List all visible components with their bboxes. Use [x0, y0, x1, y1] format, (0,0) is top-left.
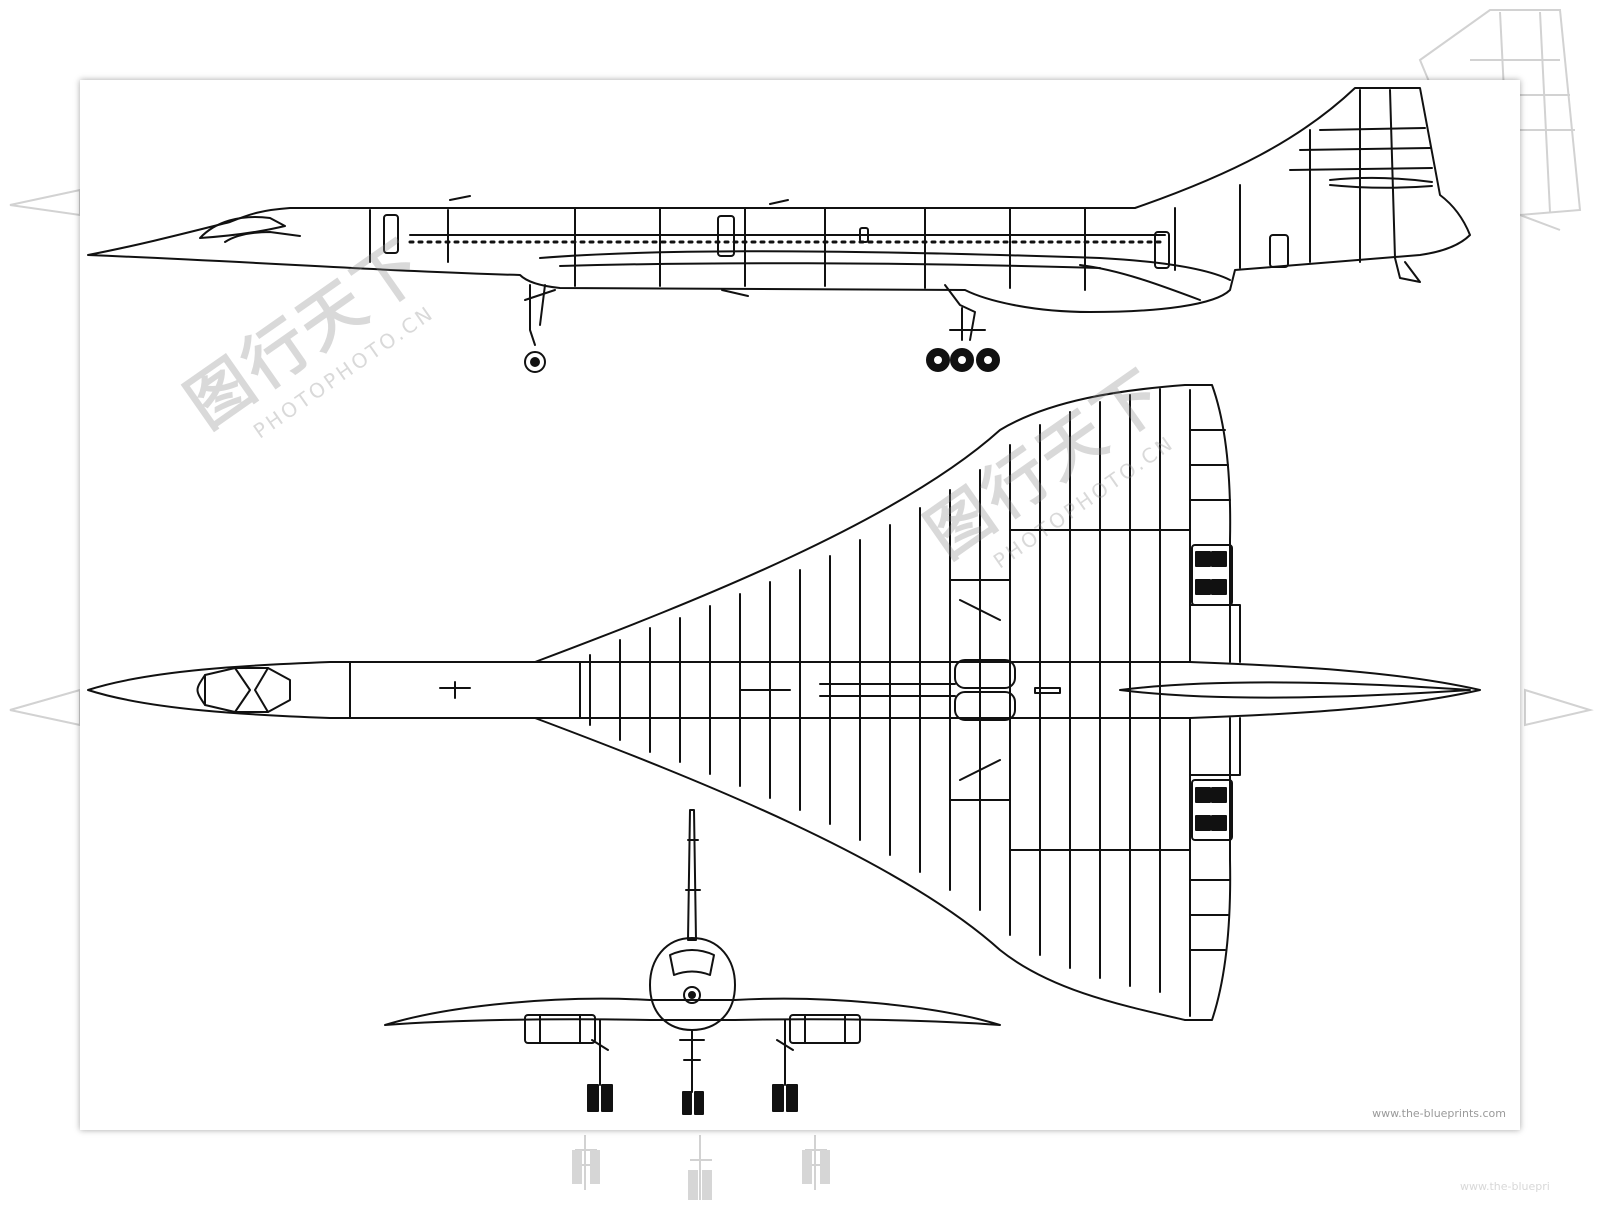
front-view-landing-gear [587, 1019, 798, 1115]
side-view-nose-gear [524, 284, 556, 373]
credit-text: www.the-blueprints.com [1372, 1107, 1506, 1120]
plan-view-fuselage-outline [87, 661, 1481, 719]
front-view-nacelles [524, 1014, 861, 1044]
side-view-main-gear [926, 284, 1000, 372]
side-view-door-rear [1154, 231, 1170, 269]
three-view-drawing [87, 87, 1481, 1115]
reflection-credit-text: www.the-bluepri [1460, 1180, 1550, 1193]
side-view-fuselage-outline [87, 87, 1471, 313]
side-view-door-front [383, 214, 399, 254]
side-view-tail-door [1269, 234, 1289, 268]
side-view [87, 87, 1471, 373]
side-view-panel-lines [369, 89, 1433, 291]
plan-view-engine-nacelles [1191, 544, 1233, 841]
front-view-wing [384, 997, 1001, 1026]
front-view [384, 809, 1001, 1115]
plan-view-wing-outline [534, 384, 1232, 1021]
plan-view [87, 384, 1481, 1021]
front-view-fuselage [649, 937, 736, 1031]
front-view-fin [687, 809, 697, 941]
plan-view-gear-bays [949, 579, 1016, 801]
side-view-door-mid [717, 215, 735, 257]
blueprint-sheet: www.the-blueprints.com [80, 80, 1520, 1130]
